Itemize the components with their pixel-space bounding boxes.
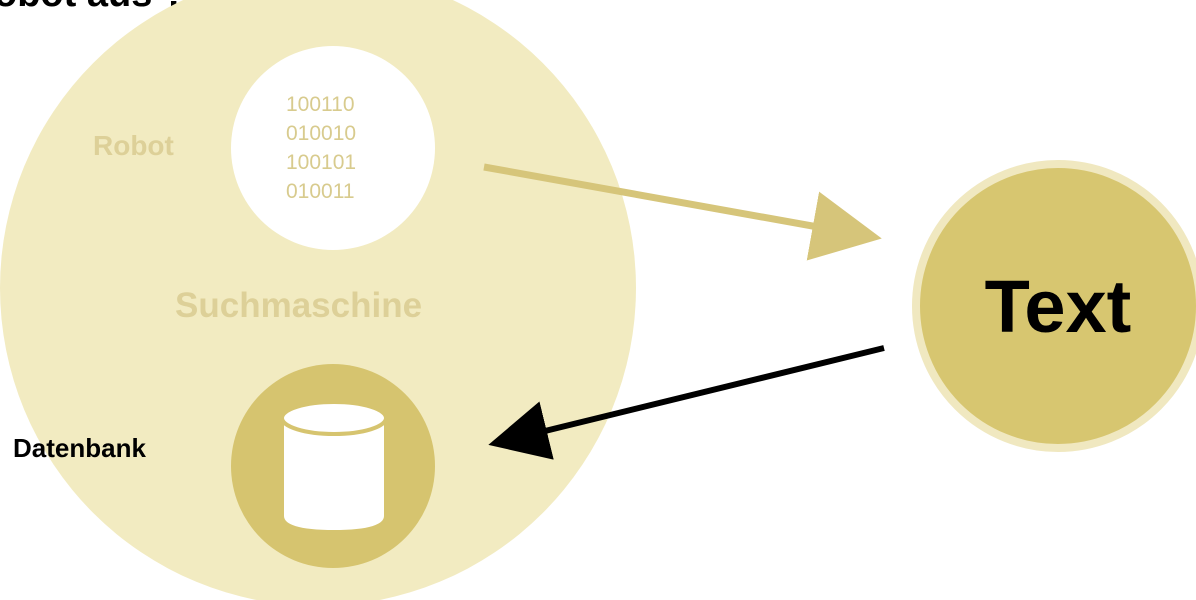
binary-line: 010010 <box>286 122 356 145</box>
database-label: Datenbank <box>13 433 146 463</box>
robot-circle <box>231 46 435 250</box>
text-to-database-arrow <box>488 345 885 460</box>
robot-label: Robot <box>93 130 174 161</box>
binary-line: 010011 <box>286 180 355 203</box>
robot-to-text-arrow <box>483 163 882 261</box>
search-engine-label: Suchmaschine <box>175 286 422 325</box>
database-icon <box>280 400 388 535</box>
binary-line: 100110 <box>286 93 355 116</box>
text-circle <box>912 160 1196 452</box>
title-fragment: obot aus ? <box>0 0 186 15</box>
text-label: Text <box>985 265 1132 348</box>
binary-line: 100101 <box>286 151 356 174</box>
search-engine-circle <box>0 0 636 600</box>
robot-binary-code: 100110 010010 100101 010011 <box>286 93 356 203</box>
